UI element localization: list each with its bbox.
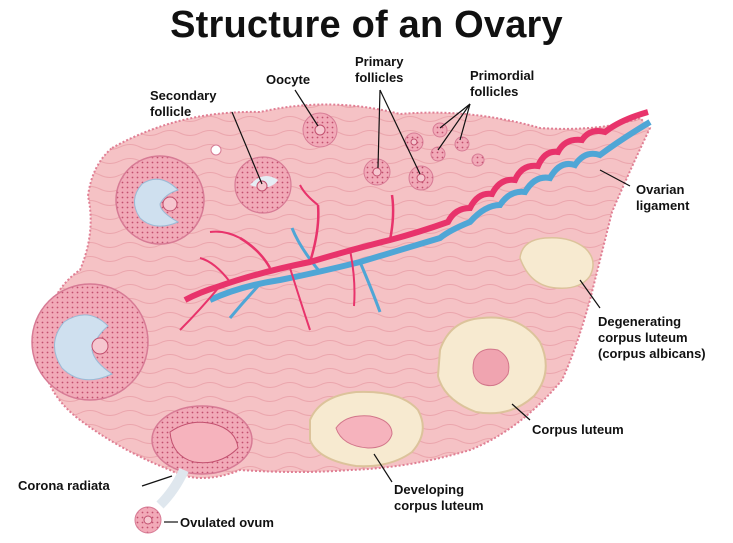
secondary-follicle <box>234 156 292 214</box>
oocyte-follicle <box>302 112 338 148</box>
mature-follicle-upper <box>115 155 205 245</box>
label-corpus-luteum: Corpus luteum <box>532 422 624 437</box>
primary-follicles <box>363 132 434 191</box>
corpus-albicans <box>519 236 594 289</box>
mature-follicle-lower <box>31 283 149 401</box>
label-secondary-follicle: Secondary follicle <box>150 88 220 119</box>
corpus-luteum <box>436 316 547 415</box>
label-developing-corpus-luteum: Developing corpus luteum <box>394 482 484 513</box>
label-corona-radiata: Corona radiata <box>18 478 111 493</box>
developing-corpus-luteum <box>309 390 424 468</box>
label-oocyte: Oocyte <box>266 72 310 87</box>
label-ovulated-ovum: Ovulated ovum <box>180 515 274 530</box>
leader-lines <box>141 89 631 523</box>
label-degenerating-corpus-luteum: Degenerating corpus luteum (corpus albic… <box>598 314 706 361</box>
ovarian-vein <box>208 119 652 319</box>
primordial-follicles <box>210 122 485 167</box>
label-ovarian-ligament: Ovarian ligament <box>636 182 690 213</box>
ruptured-follicle <box>151 405 253 509</box>
label-primordial-follicles: Primordial follicles <box>470 68 538 99</box>
diagram-title: Structure of an Ovary <box>170 4 563 46</box>
label-primary-follicles: Primary follicles <box>355 54 407 85</box>
ovarian-artery <box>179 109 649 331</box>
ovulated-ovum <box>134 506 162 534</box>
